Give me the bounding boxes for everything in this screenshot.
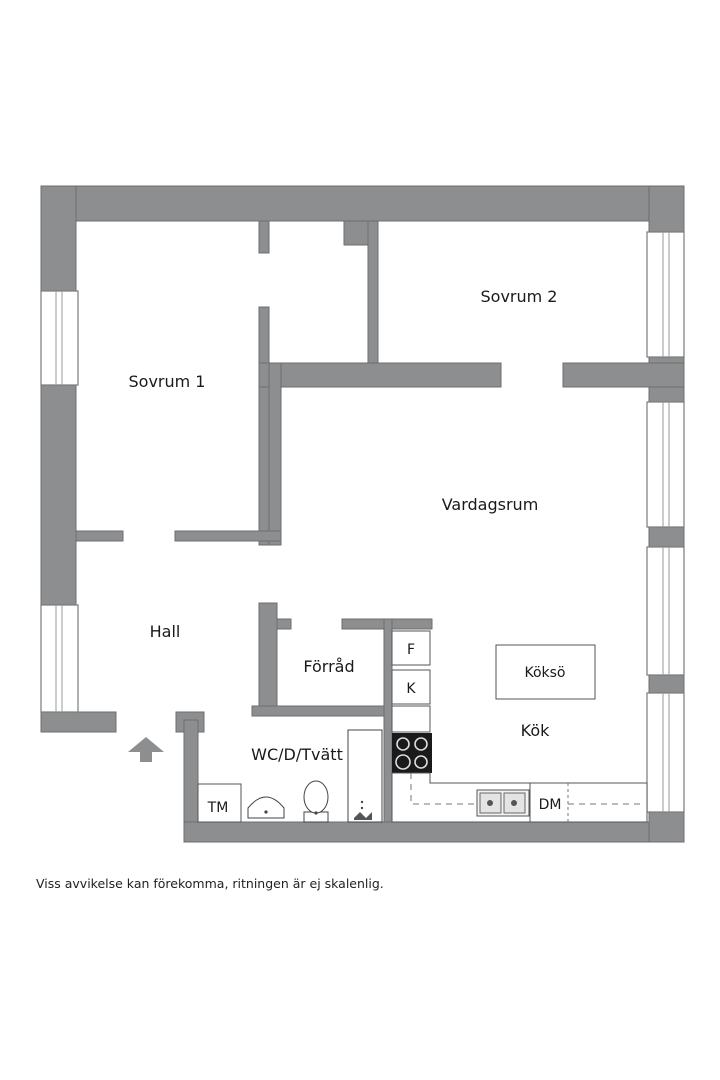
window-right-1 [646, 231, 685, 358]
window-left-bottom [40, 604, 79, 713]
room-label-wc: WC/D/Tvätt [251, 745, 343, 764]
washer-box [197, 783, 242, 823]
window-right-2 [646, 401, 685, 528]
stove-icon [392, 733, 432, 773]
room-label-sovrum1: Sovrum 1 [129, 372, 206, 391]
kitchen-island [495, 644, 596, 700]
window-right-4 [646, 692, 685, 813]
freezer-box [391, 669, 431, 705]
shower-icon [347, 729, 383, 823]
room-label-kok: Kök [521, 721, 550, 740]
entrance-arrow-icon [128, 737, 164, 762]
labels: Sovrum 1 Sovrum 2 Vardagsrum Hall Förråd… [129, 287, 566, 816]
toilet-icon [303, 780, 329, 823]
interior-walls [75, 220, 685, 823]
fixture-label-koksö: Köksö [524, 665, 565, 681]
bathroom-fixtures [197, 729, 383, 823]
room-label-forrad: Förråd [303, 657, 354, 676]
kitchen-fixtures [391, 630, 648, 823]
disclaimer-text: Viss avvikelse kan förekomma, ritningen … [36, 876, 384, 891]
room-label-vardagsrum: Vardagsrum [442, 495, 539, 514]
window-left-top [40, 290, 79, 386]
windows [40, 231, 685, 813]
room-label-hall: Hall [150, 622, 181, 641]
wash-basin-icon [247, 796, 285, 819]
kitchen-sink-icon [476, 789, 530, 817]
fixture-label-washer: TM [207, 800, 229, 816]
room-label-sovrum2: Sovrum 2 [481, 287, 558, 306]
fixture-label-fridge: F [407, 642, 415, 658]
fridge-box [391, 630, 431, 666]
window-right-3 [646, 546, 685, 676]
fixture-label-dishwasher: DM [539, 797, 562, 813]
fixture-label-freezer: K [406, 681, 416, 697]
